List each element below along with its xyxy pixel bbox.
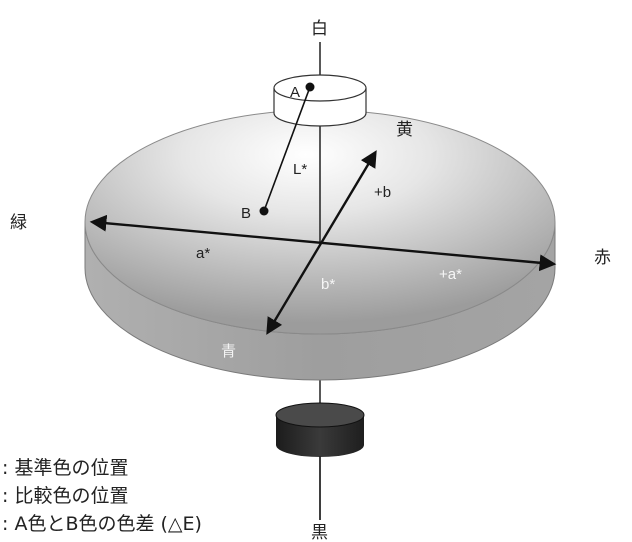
label-point-b: B [241,205,251,222]
label-b-axis: b* [321,276,335,293]
label-yellow: 黄 [396,120,413,140]
point-a-marker [305,82,315,92]
label-blue: 青 [221,342,236,360]
point-b-marker [259,206,269,216]
label-lightness-axis: L* [293,161,307,178]
legend-text-reference: : 基準色の位置 [2,457,129,479]
legend-item-difference: : A色とB色の色差 (△E) [2,512,202,536]
label-black: 黒 [311,523,328,542]
color-difference-line [263,86,311,212]
legend-item-reference: : 基準色の位置 [2,456,128,480]
legend-text-difference: : A色とB色の色差 (△E) [2,513,202,535]
black-cylinder [275,402,365,457]
label-green: 緑 [10,213,27,233]
white-cylinder [273,74,367,127]
label-a-axis: a* [196,245,210,262]
label-red: 赤 [594,248,611,268]
label-point-a: A [290,84,300,101]
label-plus-b-axis: +b [374,184,391,201]
label-plus-a-axis: +a* [439,266,462,283]
label-white: 白 [311,19,328,39]
b-axis-arrow [266,150,377,335]
legend-item-comparison: : 比較色の位置 [2,484,128,508]
legend-text-comparison: : 比較色の位置 [2,485,129,507]
